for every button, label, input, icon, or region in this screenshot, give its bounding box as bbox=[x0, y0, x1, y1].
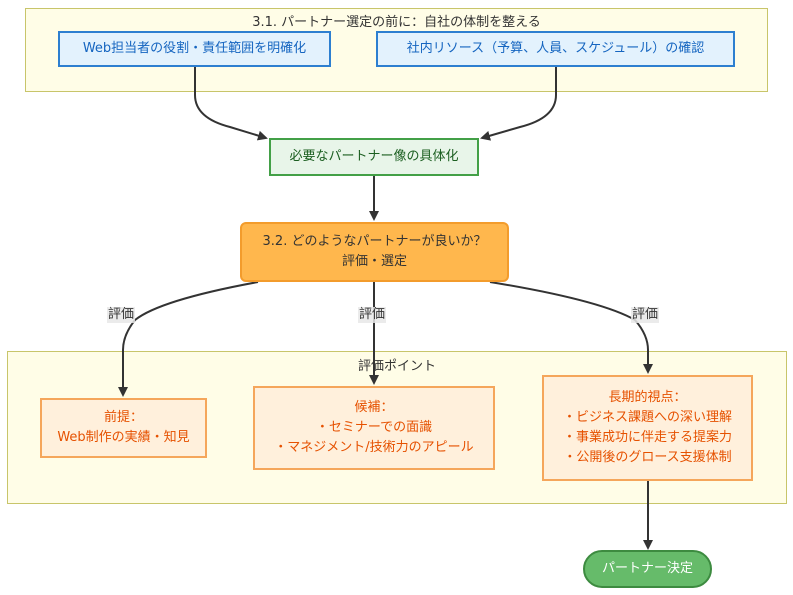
node-premise-line2: Web制作の実績・知見 bbox=[57, 430, 190, 445]
edge-label-eval-left: 評価 bbox=[107, 307, 136, 323]
node-select-line1: 3.2. どのようなパートナーが良いか？ bbox=[262, 234, 487, 249]
node-premise-line1: 前提： bbox=[103, 410, 143, 425]
node-role-label: Web担当者の役割・責任範囲を明確化 bbox=[82, 41, 307, 56]
edge-label-eval-mid: 評価 bbox=[358, 307, 387, 323]
node-candidate-line1: 候補： bbox=[354, 400, 394, 415]
node-resources-label: 社内リソース（予算、人員、スケジュール）の確認 bbox=[406, 41, 705, 56]
node-partner-selection[interactable]: 3.2. どのようなパートナーが良いか？ 評価・選定 bbox=[240, 222, 509, 282]
node-role-clarification[interactable]: Web担当者の役割・責任範囲を明確化 bbox=[58, 31, 331, 67]
edge-select-to-premise bbox=[118, 281, 259, 397]
node-partner-decision[interactable]: パートナー決定 bbox=[583, 550, 712, 588]
node-select-line2: 評価・選定 bbox=[341, 254, 407, 269]
node-resource-check[interactable]: 社内リソース（予算、人員、スケジュール）の確認 bbox=[376, 31, 735, 67]
node-longterm-line3: ・事業成功に伴走する提案力 bbox=[562, 430, 732, 445]
node-longterm-line2: ・ビジネス課題への深い理解 bbox=[562, 410, 732, 425]
node-candidate[interactable]: 候補： ・セミナーでの面識 ・マネジメント/技術力のアピール bbox=[253, 386, 495, 470]
edge-role-to-ideal bbox=[194, 66, 268, 141]
edge-select-to-longterm bbox=[489, 281, 653, 374]
edge-label-eval-right: 評価 bbox=[631, 307, 660, 323]
node-ideal-partner[interactable]: 必要なパートナー像の具体化 bbox=[269, 138, 479, 176]
node-candidate-line3: ・マネジメント/技術力のアピール bbox=[274, 440, 474, 455]
node-longterm[interactable]: 長期的視点： ・ビジネス課題への深い理解 ・事業成功に伴走する提案力 ・公開後の… bbox=[542, 375, 753, 481]
node-ideal-partner-label: 必要なパートナー像の具体化 bbox=[289, 149, 459, 164]
node-candidate-line2: ・セミナーでの面識 bbox=[315, 420, 433, 435]
cluster-prep-title: 3.1. パートナー選定の前に：自社の体制を整える bbox=[252, 15, 541, 30]
node-premise[interactable]: 前提： Web制作の実績・知見 bbox=[40, 398, 207, 458]
edge-resources-to-ideal bbox=[480, 66, 557, 141]
cluster-evaluation-title: 評価ポイント bbox=[357, 359, 436, 374]
node-longterm-line1: 長期的視点： bbox=[608, 390, 687, 405]
node-decision-label: パートナー決定 bbox=[601, 561, 693, 576]
node-longterm-line4: ・公開後のグロース支援体制 bbox=[563, 450, 732, 465]
